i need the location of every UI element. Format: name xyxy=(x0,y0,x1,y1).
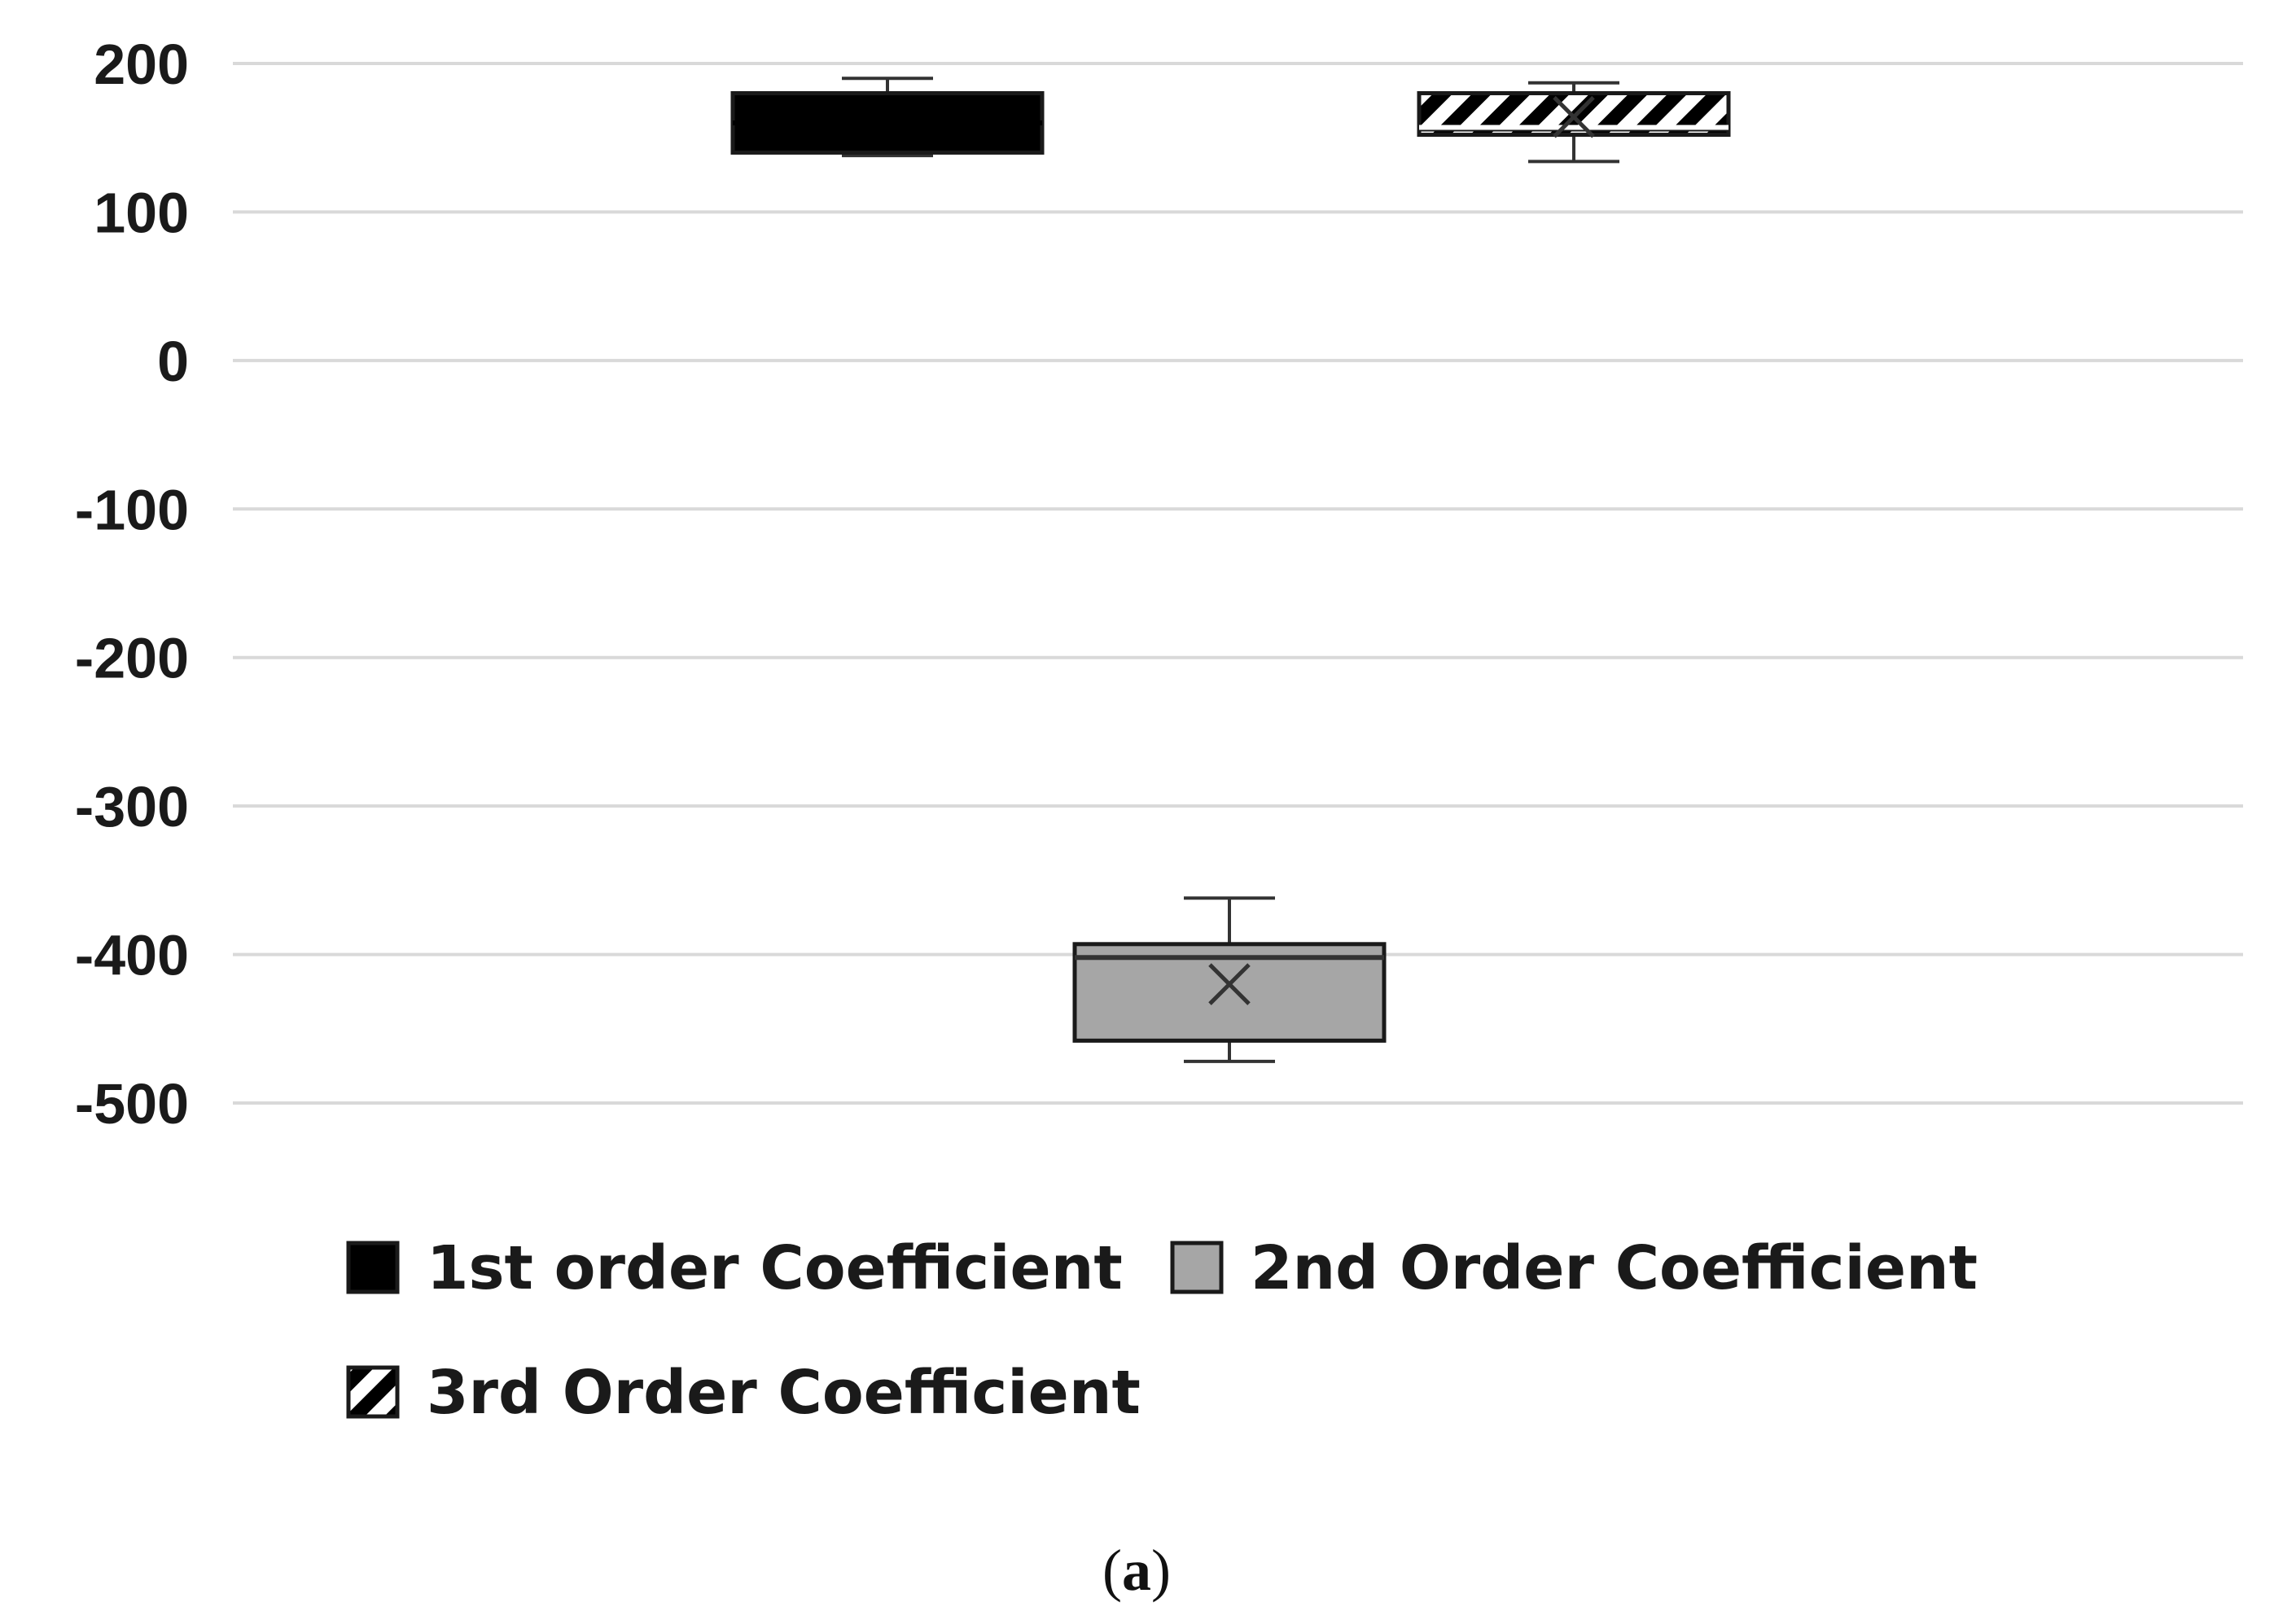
y-tick-label: 200 xyxy=(94,33,189,96)
legend-label: 2nd Order Coefficient xyxy=(1251,1233,1978,1303)
grid-lines xyxy=(233,62,2243,1105)
legend-label: 3rd Order Coefficient xyxy=(427,1358,1141,1428)
legend-item-1: 1st order Coefficient xyxy=(346,1233,1123,1303)
caption-text: (a) xyxy=(1102,1538,1171,1603)
y-tick-label: -400 xyxy=(75,924,189,987)
box-series-1 xyxy=(730,77,1045,158)
y-tick-label: -300 xyxy=(75,775,189,838)
y-tick-label: -200 xyxy=(75,627,189,690)
mean-marker xyxy=(1553,95,1595,138)
y-tick-label: -100 xyxy=(75,478,189,541)
legend-label: 1st order Coefficient xyxy=(427,1233,1123,1303)
legend-item-2: 2nd Order Coefficient xyxy=(1170,1233,1978,1303)
box-series-3 xyxy=(1417,81,1731,164)
y-tick-label: 0 xyxy=(157,330,189,393)
box-series-2 xyxy=(1072,896,1387,1063)
y-axis-tick-labels: 200 100 0 -100 -200 -300 -400 -500 xyxy=(75,33,189,1136)
mean-marker xyxy=(1208,963,1251,1005)
legend: 1st order Coefficient 2nd Order Coefficie… xyxy=(346,1233,1978,1428)
y-tick-label: 100 xyxy=(94,181,189,244)
legend-item-3: 3rd Order Coefficient xyxy=(346,1358,1141,1428)
legend-swatch xyxy=(346,1365,400,1419)
legend-swatch xyxy=(346,1241,400,1294)
boxes xyxy=(730,77,1731,1063)
mean-marker xyxy=(866,102,909,144)
legend-swatch xyxy=(1170,1241,1224,1294)
y-tick-label: -500 xyxy=(75,1072,189,1136)
box-iqr xyxy=(1072,942,1387,1043)
